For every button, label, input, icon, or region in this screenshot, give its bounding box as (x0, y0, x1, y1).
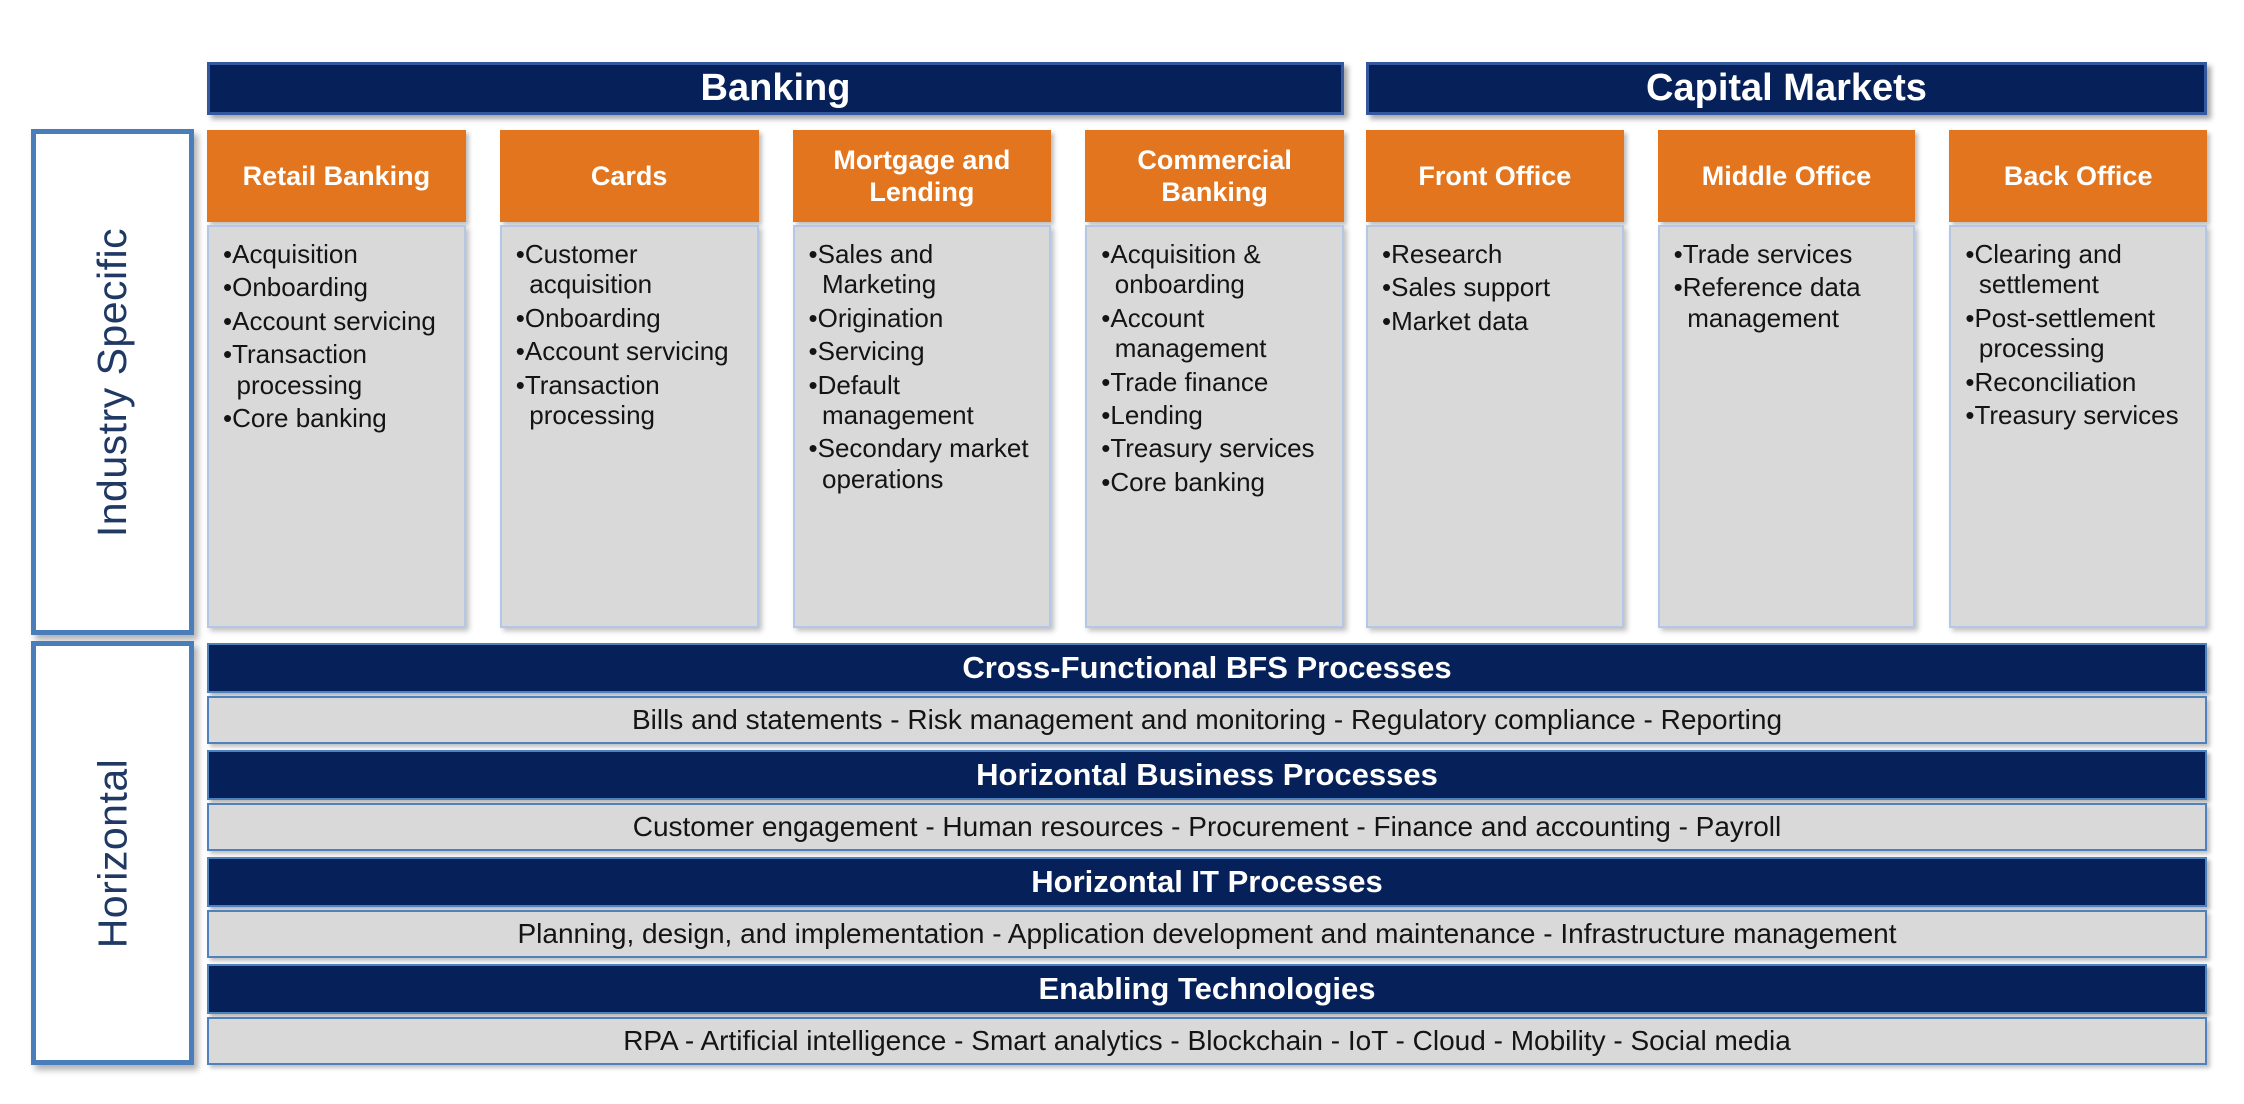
horizontal-box: Horizontal (31, 641, 194, 1065)
column-mortgage-and-lending: Mortgage and Lending Sales and Marketing… (792, 130, 1052, 628)
bullet-item: Core banking (223, 403, 456, 433)
bullet-item: Onboarding (223, 272, 456, 302)
bullet-item: Reference data management (1674, 272, 1906, 333)
column-header: Retail Banking (207, 130, 466, 222)
cross-functional-bfs-processes-header: Cross-Functional BFS Processes (207, 643, 2207, 693)
column-header: Front Office (1366, 130, 1624, 222)
horizontal-process-rows: Cross-Functional BFS Processes Bills and… (207, 643, 2207, 1065)
horizontal-it-processes-content: Planning, design, and implementation - A… (207, 910, 2207, 958)
column-back-office: Back Office Clearing and settlementPost-… (1949, 130, 2208, 628)
bullet-item: Onboarding (516, 303, 749, 333)
bullet-item: Acquisition (223, 239, 456, 269)
bullet-item: Market data (1382, 306, 1614, 336)
bullet-item: Clearing and settlement (1965, 239, 2197, 300)
column-body: Acquisition & onboardingAccount manageme… (1085, 225, 1344, 628)
column-front-office: Front Office ResearchSales supportMarket… (1366, 130, 1624, 628)
bullet-item: Post-settlement processing (1965, 303, 2197, 364)
bullet-item: Acquisition & onboarding (1101, 239, 1334, 300)
bullet-item: Servicing (809, 336, 1042, 366)
bullet-item: Treasury services (1101, 433, 1334, 463)
group-title-bars: Banking Capital Markets (207, 62, 2207, 115)
enabling-technologies-header: Enabling Technologies (207, 964, 2207, 1014)
horizontal-business-processes-content: Customer engagement - Human resources - … (207, 803, 2207, 851)
bullet-list: Sales and MarketingOriginationServicingD… (809, 239, 1042, 494)
cross-functional-bfs-processes-content: Bills and statements - Risk management a… (207, 696, 2207, 744)
bullet-list: Trade servicesReference data management (1674, 239, 1906, 333)
bullet-item: Treasury services (1965, 400, 2197, 430)
bullet-item: Origination (809, 303, 1042, 333)
column-retail-banking: Retail Banking AcquisitionOnboardingAcco… (207, 130, 466, 628)
column-header: Mortgage and Lending (792, 130, 1052, 222)
column-cards: Cards Customer acquisitionOnboardingAcco… (499, 130, 759, 628)
industry-specific-box: Industry Specific (31, 129, 194, 635)
bullet-item: Lending (1101, 400, 1334, 430)
bullet-item: Core banking (1101, 467, 1334, 497)
bullet-list: AcquisitionOnboardingAccount servicingTr… (223, 239, 456, 433)
industry-specific-columns: Retail Banking AcquisitionOnboardingAcco… (207, 130, 2208, 628)
banking-columns: Retail Banking AcquisitionOnboardingAcco… (207, 130, 1344, 628)
horizontal-business-processes-header: Horizontal Business Processes (207, 750, 2207, 800)
bullet-item: Reconciliation (1965, 367, 2197, 397)
bullet-item: Secondary market operations (809, 433, 1042, 494)
column-body: Sales and MarketingOriginationServicingD… (792, 225, 1052, 628)
bullet-list: Acquisition & onboardingAccount manageme… (1101, 239, 1334, 497)
bullet-item: Research (1382, 239, 1614, 269)
column-body: Clearing and settlementPost-settlement p… (1949, 225, 2208, 628)
bullet-list: ResearchSales supportMarket data (1382, 239, 1614, 336)
column-header: Cards (499, 130, 759, 222)
bullet-list: Clearing and settlementPost-settlement p… (1965, 239, 2197, 430)
enabling-technologies-content: RPA - Artificial intelligence - Smart an… (207, 1017, 2207, 1065)
bullet-item: Transaction processing (516, 370, 749, 431)
banking-title-bar: Banking (207, 62, 1344, 115)
column-body: Customer acquisitionOnboardingAccount se… (499, 225, 759, 628)
horizontal-label: Horizontal (89, 758, 135, 948)
column-header: Middle Office (1657, 130, 1916, 222)
bullet-item: Transaction processing (223, 339, 456, 400)
column-body: AcquisitionOnboardingAccount servicingTr… (207, 225, 466, 628)
bullet-item: Sales support (1382, 272, 1614, 302)
column-body: Trade servicesReference data management (1657, 225, 1916, 628)
column-middle-office: Middle Office Trade servicesReference da… (1657, 130, 1916, 628)
column-body: ResearchSales supportMarket data (1366, 225, 1624, 628)
capital-markets-columns: Front Office ResearchSales supportMarket… (1366, 130, 2208, 628)
bullet-list: Customer acquisitionOnboardingAccount se… (516, 239, 749, 430)
bullet-item: Customer acquisition (516, 239, 749, 300)
bullet-item: Account servicing (223, 306, 456, 336)
bullet-item: Account management (1101, 303, 1334, 364)
horizontal-it-processes-header: Horizontal IT Processes (207, 857, 2207, 907)
bullet-item: Default management (809, 370, 1042, 431)
column-commercial-banking: Commercial Banking Acquisition & onboard… (1085, 130, 1344, 628)
bullet-item: Trade services (1674, 239, 1906, 269)
main-content: Banking Capital Markets Retail Banking A… (207, 62, 2208, 1065)
bullet-item: Sales and Marketing (809, 239, 1042, 300)
column-header: Back Office (1949, 130, 2208, 222)
column-header: Commercial Banking (1085, 130, 1344, 222)
industry-specific-label: Industry Specific (89, 227, 136, 537)
capital-markets-title-bar: Capital Markets (1366, 62, 2207, 115)
bullet-item: Trade finance (1101, 367, 1334, 397)
bullet-item: Account servicing (516, 336, 749, 366)
